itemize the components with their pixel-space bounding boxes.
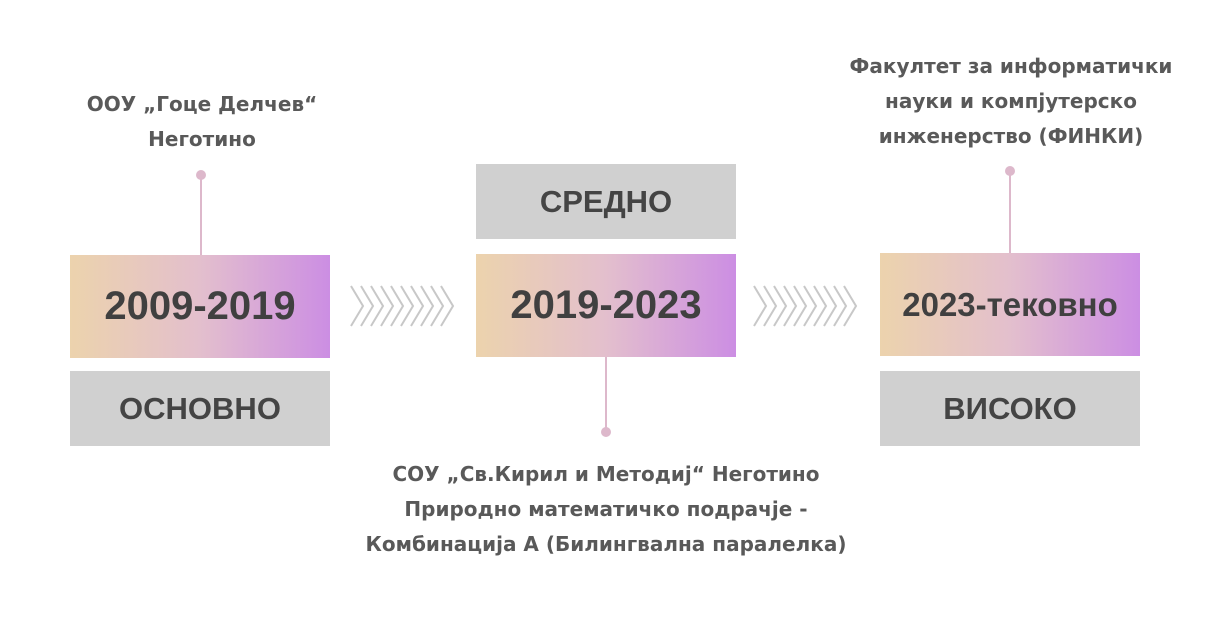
level-box-primary: ОСНОВНО	[70, 371, 330, 446]
level-box-secondary: СРЕДНО	[476, 164, 736, 239]
level-box-university: ВИСОКО	[880, 371, 1140, 446]
period-box-university: 2023-тековно	[880, 253, 1140, 356]
period-label-secondary: 2019-2023	[510, 283, 702, 327]
period-box-secondary: 2019-2023	[476, 254, 736, 357]
school-university-line-2: науки и компјутерско	[885, 89, 1137, 113]
period-label-university: 2023-тековно	[902, 285, 1118, 323]
connector-line-secondary	[605, 357, 607, 432]
school-university-line-3: инженерство (ФИНКИ)	[878, 124, 1144, 148]
level-label-primary: ОСНОВНО	[119, 390, 281, 426]
connector-dot-secondary	[601, 427, 611, 437]
school-secondary-line-3: Комбинација А (Билингвална паралелка)	[365, 532, 847, 556]
level-label-university: ВИСОКО	[943, 390, 1077, 426]
level-label-secondary: СРЕДНО	[539, 183, 673, 219]
school-secondary-line-1: СОУ „Св.Кирил и Методиј“ Неготино	[392, 462, 820, 486]
period-label-primary: 2009-2019	[104, 284, 296, 328]
connector-line-primary	[200, 175, 202, 255]
school-secondary-line-2: Природно математичко подрачје -	[404, 497, 808, 521]
period-box-primary: 2009-2019	[70, 255, 330, 358]
school-university: Факултет за информатички науки и компјут…	[810, 49, 1212, 154]
chevron-arrows-icon	[350, 285, 455, 327]
school-primary-line-2: Неготино	[148, 127, 256, 151]
school-primary-line-1: ООУ „Гоце Делчев“	[86, 92, 318, 116]
chevron-arrows-icon	[753, 285, 858, 327]
school-secondary: СОУ „Св.Кирил и Методиј“ Неготино Природ…	[300, 457, 912, 562]
school-university-line-1: Факултет за информатички	[849, 54, 1173, 78]
school-primary: ООУ „Гоце Делчев“ Неготино	[40, 87, 364, 157]
connector-line-university	[1009, 171, 1011, 254]
